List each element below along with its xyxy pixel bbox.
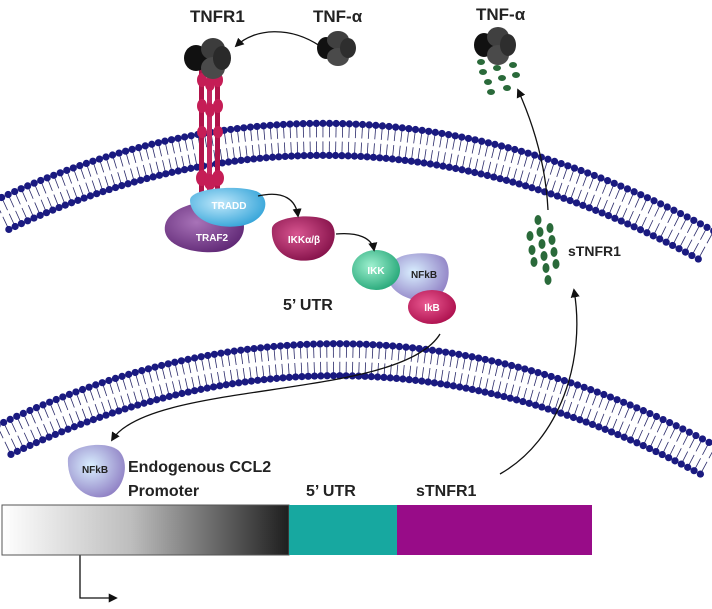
tnf-alpha-free-trimer bbox=[317, 31, 356, 66]
tradd-label: TRADD bbox=[212, 201, 247, 212]
segment-utr-label: 5’ UTR bbox=[306, 483, 356, 500]
tnf-alpha-right-label: TNF-α bbox=[476, 5, 526, 24]
ikk-label: IKK bbox=[367, 266, 385, 277]
arrow-gene-to-stnfr1 bbox=[499, 288, 580, 475]
arrow-ikk-to-complex bbox=[335, 232, 378, 252]
stnfr1-segment bbox=[397, 505, 592, 555]
tnf-alpha-stnfr1-complex bbox=[474, 27, 520, 95]
arrow-stnfr1-to-tnf bbox=[516, 88, 549, 211]
stnfr1-cluster bbox=[526, 215, 560, 285]
nfkb-protein: NFkB bbox=[390, 253, 449, 301]
stnfr1-right-label: sTNFR1 bbox=[568, 243, 621, 259]
promoter-label-line2: Promoter bbox=[128, 483, 199, 500]
promoter-label-line1: Endogenous CCL2 bbox=[128, 459, 271, 476]
ikb-label: IkB bbox=[424, 303, 440, 314]
arrow-complex-to-nucleus bbox=[111, 333, 441, 442]
pathway-arrows bbox=[79, 31, 580, 603]
arrow-tradd-to-ikk bbox=[257, 193, 302, 218]
traf2-label: TRAF2 bbox=[196, 233, 229, 244]
nfkb-nuclear-protein: NFkB bbox=[67, 444, 125, 498]
nfkb-nuclear-label: NFkB bbox=[82, 465, 108, 476]
ikk-alpha-beta-label: IKKα/β bbox=[288, 235, 320, 246]
tnfr1-receptor bbox=[196, 58, 224, 207]
ikb-protein: IkB bbox=[408, 290, 456, 324]
promoter-segment bbox=[1, 504, 290, 556]
ikk-protein: IKK bbox=[352, 250, 400, 290]
ikk-alpha-beta-protein: IKKα/β bbox=[271, 216, 335, 261]
arrow-tnf-to-receptor bbox=[234, 31, 321, 48]
tnf-alpha-left-label: TNF-α bbox=[313, 7, 363, 26]
segment-stnfr1-label: sTNFR1 bbox=[416, 483, 477, 500]
tnf-alpha-bound-trimer bbox=[184, 38, 231, 79]
nfkb-label: NFkB bbox=[411, 270, 437, 281]
lower-cell-membrane bbox=[0, 340, 712, 478]
tnfr1-label: TNFR1 bbox=[190, 7, 245, 26]
utr-mid-label: 5’ UTR bbox=[283, 297, 333, 314]
gene-construct-bar bbox=[1, 504, 592, 556]
upper-cell-membrane bbox=[0, 119, 712, 263]
tradd-protein: TRADD bbox=[190, 187, 266, 227]
utr-segment bbox=[289, 505, 397, 555]
transcription-start-arrow bbox=[79, 555, 118, 603]
